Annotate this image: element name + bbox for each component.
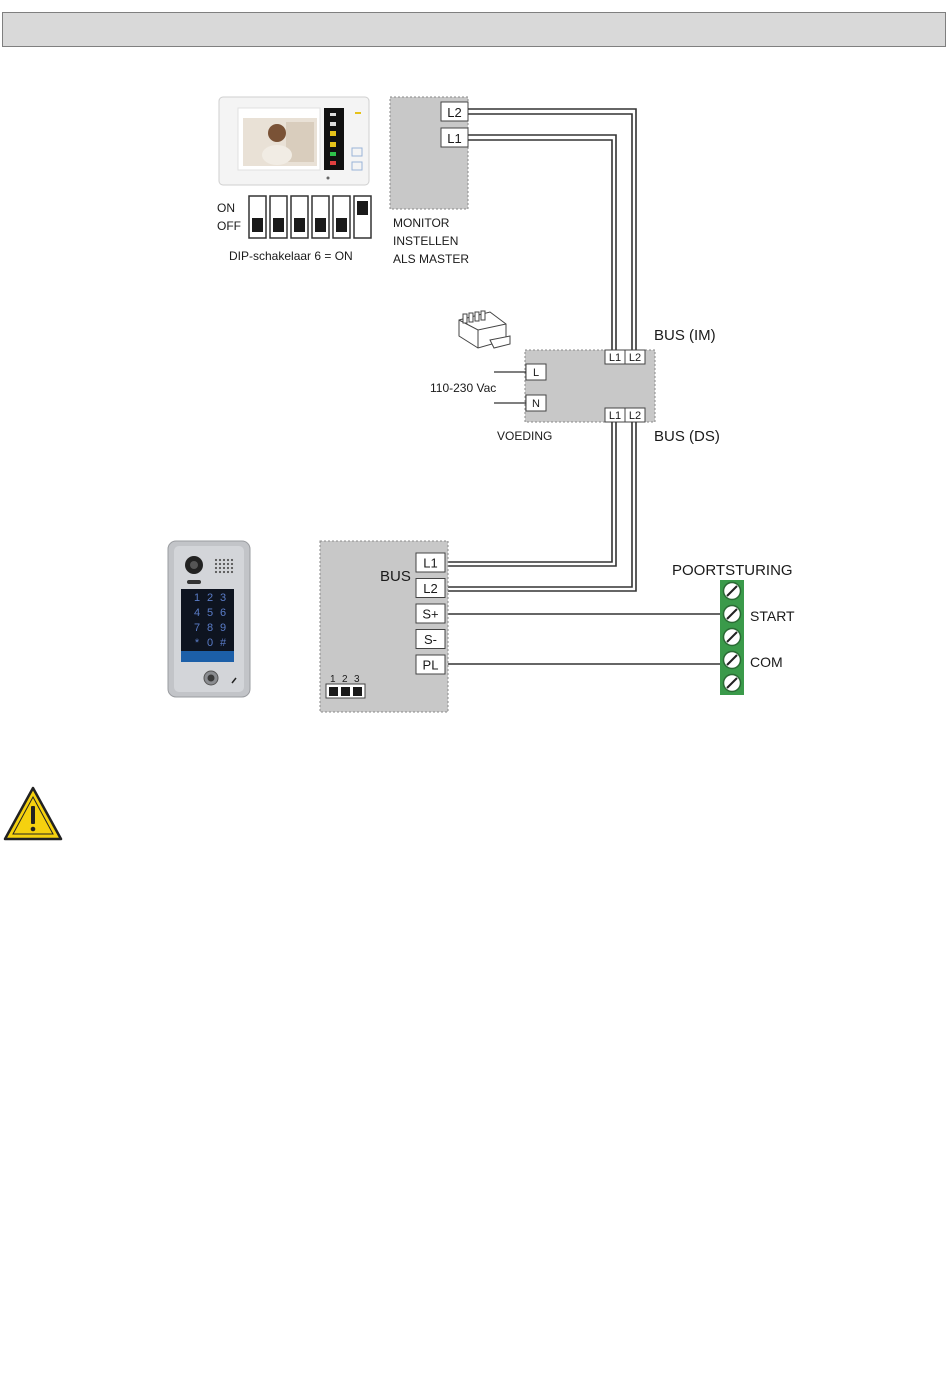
monitor-note-line-3: ALS MASTER [393, 252, 469, 266]
bus-im-label: BUS (IM) [654, 327, 716, 344]
bus-wires-bottom [446, 422, 636, 591]
monitor-terminal-l2: L2 [447, 105, 461, 120]
dip-switch-1 [249, 196, 266, 238]
ps-terminal-l: L [533, 367, 539, 379]
gate-start-label: START [750, 608, 795, 624]
keypad-key: 1 [194, 592, 200, 604]
gate-control: POORTSTURING START COM [672, 562, 795, 695]
monitor-note-line-2: INSTELLEN [393, 234, 458, 248]
monitor-terminal-l1: L1 [447, 131, 461, 146]
gate-screw-terminal [724, 583, 741, 600]
keypad-key: # [220, 637, 227, 649]
keypad-key: 9 [220, 622, 226, 634]
gate-screw-terminal [724, 629, 741, 646]
monitor-terminal-panel: L2 L1 MONITOR INSTELLEN ALS MASTER [390, 97, 469, 266]
svg-text:S-: S- [424, 632, 437, 647]
controller-terminal-splus: S+ [416, 604, 445, 623]
dip-switch-5 [333, 196, 350, 238]
ps-im-l2: L2 [629, 352, 641, 364]
dip-on-label: ON [217, 201, 235, 215]
controller-terminal-pl: PL [416, 655, 445, 674]
ps-im-l1: L1 [609, 352, 621, 364]
controller-terminal-l1: L1 [416, 553, 445, 572]
ps-voltage-label: 110-230 Vac [430, 381, 496, 395]
dip-switch-3 [291, 196, 308, 238]
dip-off-label: OFF [217, 219, 241, 233]
keypad-key: 3 [220, 592, 226, 604]
gate-screw-terminal [724, 652, 741, 669]
gate-wires [446, 614, 722, 664]
keypad-key: * [195, 637, 200, 649]
gate-screw-terminal [724, 606, 741, 623]
warning-icon [5, 788, 61, 839]
controller-dip-2: 2 [342, 674, 348, 685]
ps-ds-l1: L1 [609, 410, 621, 422]
controller-bus-label: BUS [380, 568, 411, 585]
controller-terminal-sminus: S- [416, 630, 445, 649]
keypad-key: 4 [194, 607, 200, 619]
controller-dip-3: 3 [354, 674, 360, 685]
dip-switch-2 [270, 196, 287, 238]
svg-text:PL: PL [423, 658, 439, 673]
dip-switch-4 [312, 196, 329, 238]
keypad-key: 2 [207, 592, 213, 604]
gate-title: POORTSTURING [672, 562, 793, 579]
keypad-key: 6 [220, 607, 226, 619]
din-rail-module-icon [459, 311, 510, 348]
svg-text:L1: L1 [423, 556, 437, 571]
ps-ds-l2: L2 [629, 410, 641, 422]
svg-text:S+: S+ [422, 607, 438, 622]
monitor-note-line-1: MONITOR [393, 216, 450, 230]
keypad-key: 7 [194, 622, 200, 634]
dip-caption: DIP-schakelaar 6 = ON [229, 249, 353, 263]
ps-name-label: VOEDING [497, 429, 552, 443]
monitor-face-photo [268, 124, 286, 142]
dip-switch-6 [354, 196, 371, 238]
controller-dip-1: 1 [330, 674, 336, 685]
keypad-key: 0 [207, 637, 213, 649]
bus-ds-label: BUS (DS) [654, 428, 720, 445]
keypad-key: 5 [207, 607, 213, 619]
dip-switch-block: ON OFF DIP-schakelaar 6 = ON [217, 196, 371, 263]
gate-com-label: COM [750, 654, 783, 670]
keypad-key: 8 [207, 622, 213, 634]
monitor-device [219, 97, 369, 185]
controller-terminal-l2: L2 [416, 579, 445, 598]
card-reader-strip [181, 651, 234, 662]
ps-terminal-n: N [532, 398, 540, 410]
gate-screw-terminal [724, 675, 741, 692]
svg-text:L2: L2 [423, 581, 437, 596]
